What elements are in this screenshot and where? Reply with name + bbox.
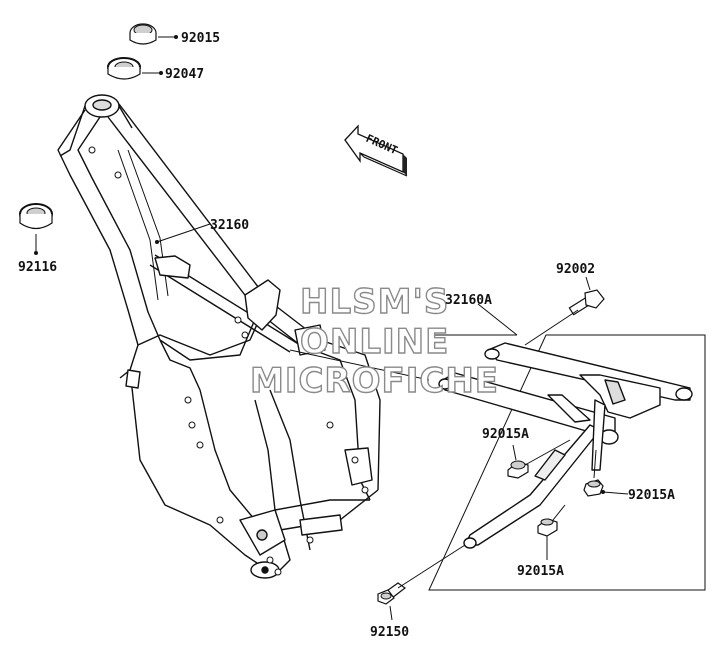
label-92015A-bottom[interactable]: 92015A — [517, 564, 564, 579]
label-32160A[interactable]: 32160A — [445, 293, 492, 308]
part-92015A-bolt-bottom[interactable] — [537, 518, 558, 537]
part-92150-bolt[interactable] — [377, 582, 407, 605]
watermark-line-1: HLSM'S — [300, 282, 449, 322]
label-92015A-right[interactable]: 92015A — [628, 488, 675, 503]
part-32160A-subframe[interactable] — [438, 342, 693, 549]
watermark-line-3: MICROFICHE — [250, 361, 499, 401]
label-92150[interactable]: 92150 — [370, 625, 409, 640]
part-92047-bearing[interactable] — [107, 57, 141, 80]
subassembly-box — [428, 334, 706, 591]
part-92015A-bolt-left[interactable] — [507, 460, 529, 479]
label-92047[interactable]: 92047 — [165, 67, 204, 82]
label-92002[interactable]: 92002 — [556, 262, 595, 277]
watermark: HLSM'S ONLINE MICROFICHE — [249, 281, 499, 401]
label-92015[interactable]: 92015 — [181, 31, 220, 46]
part-92015-nut[interactable] — [129, 23, 157, 45]
label-32160[interactable]: 32160 — [210, 218, 249, 233]
part-32160-frame[interactable] — [57, 94, 381, 579]
watermark-line-2: ONLINE — [300, 322, 449, 362]
front-arrow-icon: FRONT — [344, 124, 408, 177]
label-92015A-left[interactable]: 92015A — [482, 427, 529, 442]
frame-mount-holes — [88, 146, 369, 576]
part-92116-bearing[interactable] — [19, 203, 53, 230]
part-92002-bolt[interactable] — [568, 289, 605, 316]
part-92015A-bolt-right[interactable] — [583, 479, 604, 497]
label-92116[interactable]: 92116 — [18, 260, 57, 275]
